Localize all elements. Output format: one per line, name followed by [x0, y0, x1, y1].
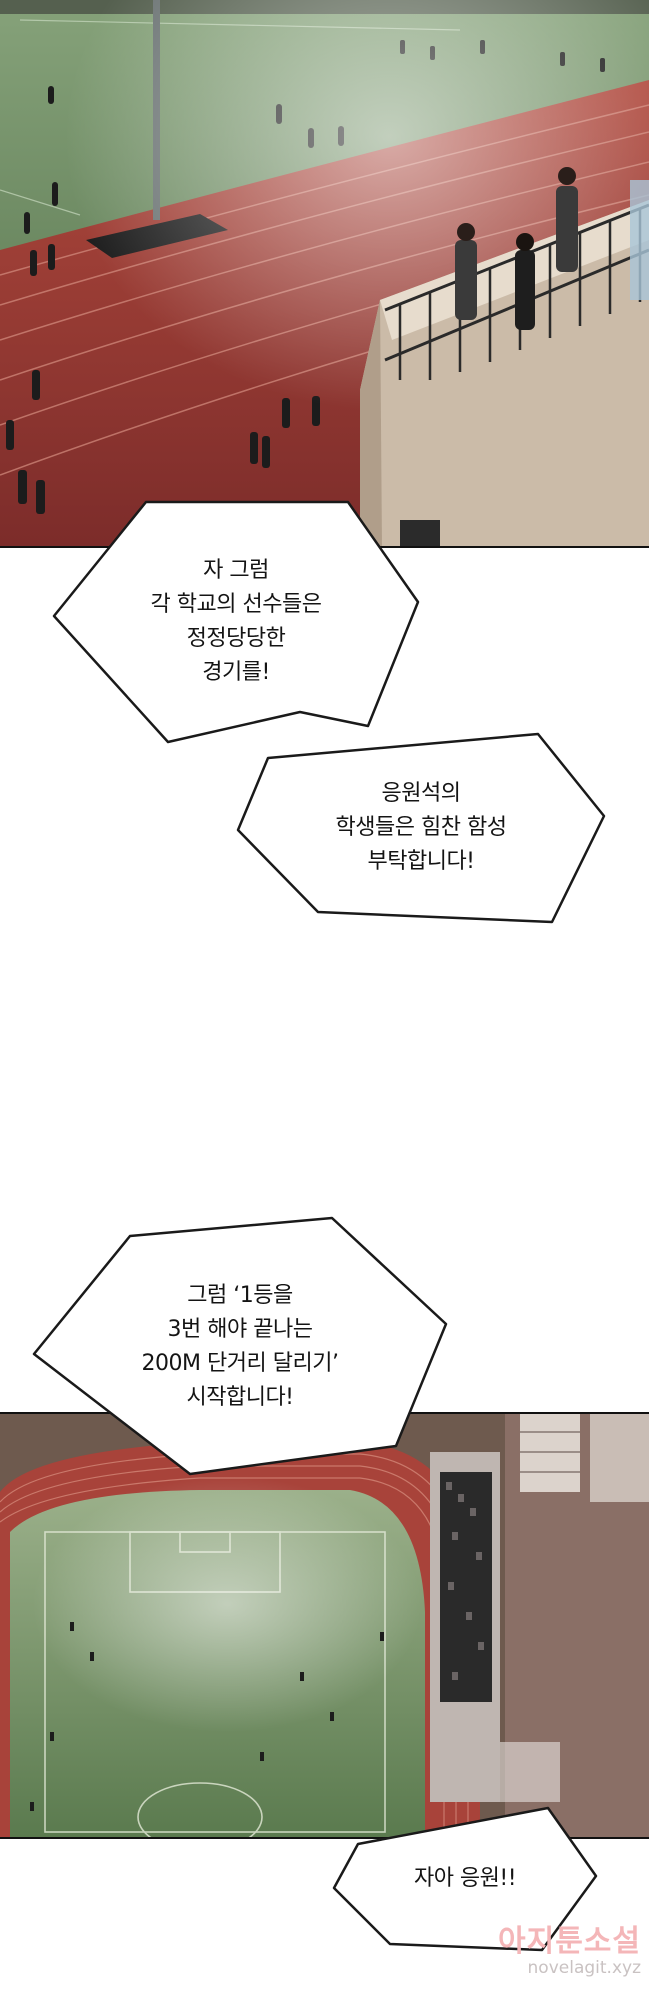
stadium-balcony-illustration [0, 0, 649, 548]
watermark-title: 아지툰소설 [498, 1924, 641, 1959]
bubble-4-outline [332, 1806, 598, 1952]
watermark: 아지툰소설 novelagit.xyz [498, 1924, 641, 1979]
bubble-3-text: 그럼 ‘1등을 3번 해야 끝나는 200M 단거리 달리기’ 시작합니다! [30, 1214, 450, 1480]
bubble-2-line-1: 응원석의 [381, 781, 461, 806]
panel-aerial-field [0, 1412, 649, 1839]
speech-bubble-3: 그럼 ‘1등을 3번 해야 끝나는 200M 단거리 달리기’ 시작합니다! [30, 1214, 450, 1480]
bubble-1-line-4: 경기를! [202, 660, 270, 685]
speech-bubble-1: 자 그럼 각 학교의 선수들은 정정당당한 경기를! [50, 498, 422, 746]
bubble-3-line-4: 시작합니다! [186, 1385, 294, 1410]
aerial-field-illustration [0, 1412, 649, 1839]
bubble-2-line-3: 부탁합니다! [367, 849, 475, 874]
bubble-4-line-1: 자아 응원!! [413, 1866, 517, 1891]
speech-bubble-2: 응원석의 학생들은 힘찬 함성 부탁합니다! [234, 730, 608, 926]
speech-bubble-4: 자아 응원!! [330, 1804, 600, 1954]
bubble-3-line-2: 3번 해야 끝나는 [167, 1317, 313, 1342]
bubble-1-line-1: 자 그럼 [203, 558, 269, 583]
bubble-3-line-3: 200M 단거리 달리기’ [141, 1351, 339, 1376]
bubble-2-outline [236, 732, 606, 924]
panel-stadium-balcony [0, 0, 649, 548]
bubble-1-line-3: 정정당당한 [186, 626, 286, 651]
bubble-1-text: 자 그럼 각 학교의 선수들은 정정당당한 경기를! [50, 498, 422, 746]
bubble-3-outline [32, 1216, 448, 1476]
bubble-2-line-2: 학생들은 힘찬 함성 [335, 815, 507, 840]
bubble-1-line-2: 각 학교의 선수들은 [150, 592, 322, 617]
bubble-4-text: 자아 응원!! [330, 1804, 600, 1954]
bubble-1-outline [52, 500, 420, 744]
bubble-2-text: 응원석의 학생들은 힘찬 함성 부탁합니다! [234, 730, 608, 926]
watermark-url: novelagit.xyz [527, 1958, 641, 1978]
bubble-3-line-1: 그럼 ‘1등을 [187, 1283, 293, 1308]
